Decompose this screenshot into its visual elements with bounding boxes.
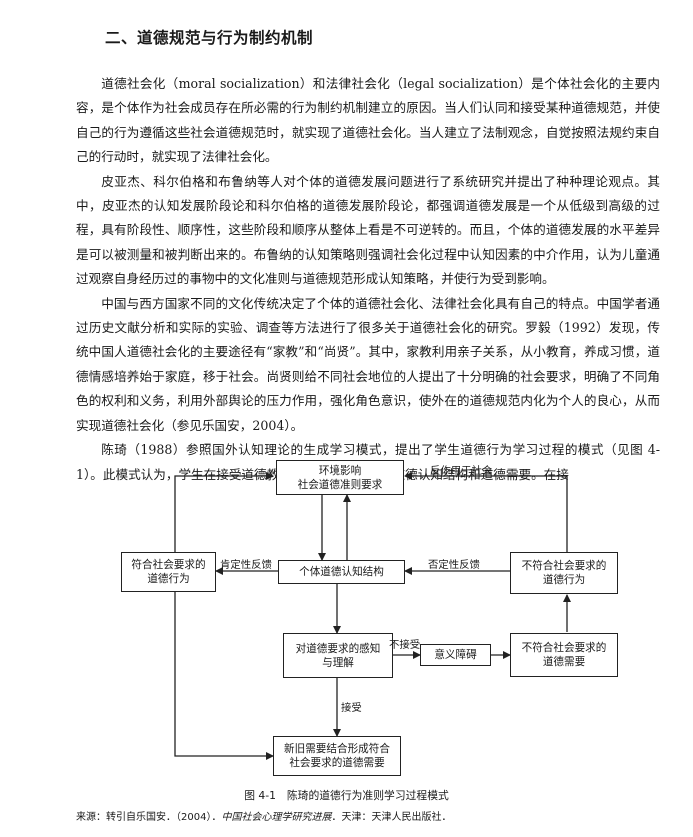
box-perceive-understand: 对道德要求的感知 与理解	[283, 633, 393, 678]
box-conforming-behavior: 符合社会要求的 道德行为	[121, 552, 216, 592]
figure-source: 来源：转引自乐国安．（2004）．中国社会心理学研究进展．天津：天津人民出版社．	[76, 812, 452, 823]
box-cognitive-structure: 个体道德认知结构	[278, 560, 405, 584]
paragraph-1: 道德社会化（moral socialization）和法律社会化（legal s…	[76, 76, 660, 165]
box-nonconforming-need: 不符合社会要求的 道德需要	[510, 633, 618, 677]
paragraph-3: 中国与西方国家不同的文化传统决定了个体的道德社会化、法律社会化具有自己的特点。中…	[76, 295, 660, 433]
box-nonconforming-behavior: 不符合社会要求的 道德行为	[510, 552, 618, 594]
section-heading: 二、道德规范与行为制约机制	[105, 29, 314, 47]
arrow-conform-to-combine	[174, 592, 274, 760]
body-text: 道德社会化（moral socialization）和法律社会化（legal s…	[76, 72, 660, 487]
arrow-conform-to-env	[174, 472, 274, 552]
label-accept: 接受	[341, 702, 362, 714]
box-environment-influence: 环境影响 社会道德准则要求	[276, 460, 404, 495]
arrow-nonconform-to-env	[404, 472, 568, 552]
label-react-to-society: 反作用于社会	[430, 465, 493, 477]
paragraph-2: 皮亚杰、科尔伯格和布鲁纳等人对个体的道德发展问题进行了系统研究并提出了种种理论观…	[76, 173, 660, 287]
box-combined-need: 新旧需要结合形成符合 社会要求的道德需要	[273, 736, 401, 776]
figure-caption: 图 4-1 陈琦的道德行为准则学习过程模式	[244, 789, 449, 802]
box-meaning-barrier: 意义障碍	[420, 644, 491, 666]
label-negative-feedback: 否定性反馈	[428, 559, 480, 571]
label-not-accept: 不接受	[389, 639, 421, 651]
label-positive-feedback: 肯定性反馈	[220, 559, 272, 571]
